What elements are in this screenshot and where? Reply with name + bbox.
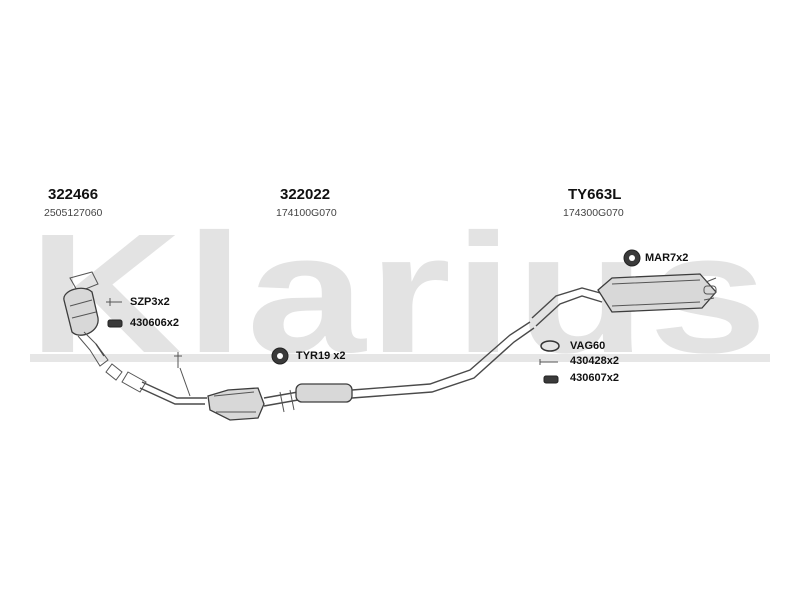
watermark-band: Klarius (28, 199, 770, 389)
fitting-label: TYR19 x2 (296, 350, 346, 362)
clamp-icon (106, 298, 122, 306)
rubber-mount-icon (623, 249, 641, 267)
fitting-label: VAG60 (570, 340, 606, 352)
oe-number-rear: 174300G070 (563, 207, 624, 219)
fitting-label: MAR7x2 (645, 252, 689, 264)
rear-silencer (531, 273, 717, 327)
middle-section (263, 321, 535, 413)
gasket-icon (543, 375, 559, 384)
front-manifold-catalyst (63, 271, 109, 367)
front-pipe (105, 352, 207, 405)
fitting-label: SZP3x2 (130, 296, 170, 308)
part-number-middle: 322022 (280, 186, 331, 203)
catalytic-converter (207, 387, 265, 421)
part-number-front: 322466 (48, 186, 99, 203)
oe-number-front: 2505127060 (44, 207, 103, 219)
rubber-mount-icon (271, 347, 289, 365)
gasket-icon (107, 319, 123, 328)
ring-gasket-icon (540, 340, 560, 352)
fitting-label: 430607x2 (570, 372, 619, 384)
oe-number-middle: 174100G070 (276, 207, 337, 219)
fitting-label: 430428x2 (570, 355, 619, 367)
part-number-rear: TY663L (568, 186, 622, 203)
fitting-label: 430606x2 (130, 317, 179, 329)
bolt-icon (539, 359, 558, 365)
